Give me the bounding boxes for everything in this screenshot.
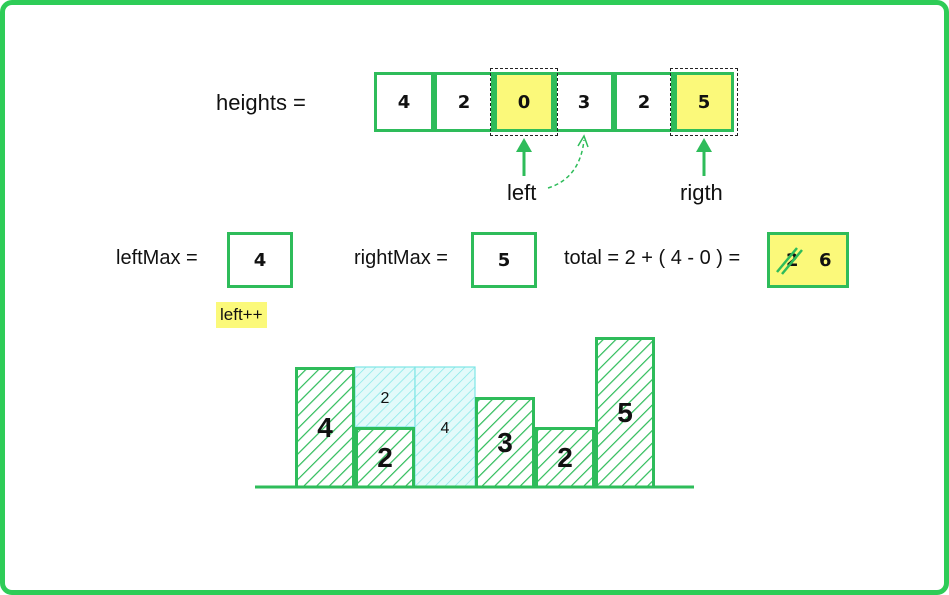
- bar-label-3: 3: [497, 427, 513, 458]
- left-pointer-label: left: [507, 180, 537, 205]
- water-block-2: [414, 366, 476, 488]
- bar-label-0: 4: [317, 412, 333, 443]
- water-block-1: [354, 366, 416, 428]
- left-arrow-head: [516, 138, 532, 152]
- move-curve: [547, 139, 585, 189]
- right-max-value: 5: [471, 232, 537, 288]
- bar-label-5: 5: [617, 397, 633, 428]
- height-bar-1: [355, 427, 415, 489]
- array-cell-4: 2: [614, 72, 674, 132]
- left-max-value: 4: [227, 232, 293, 288]
- bar-label-4: 2: [557, 442, 573, 473]
- left-max-label: leftMax =: [116, 247, 198, 269]
- strike-marks: [776, 247, 803, 275]
- array-cell-3: 3: [554, 72, 614, 132]
- water-label-2: 4: [441, 420, 450, 437]
- bar-label-1: 2: [377, 442, 393, 473]
- array-cell-0: 4: [374, 72, 434, 132]
- array-cell-2: 0: [494, 72, 554, 132]
- right-arrow-head: [696, 138, 712, 152]
- total-label: total = 2 + ( 4 - 0 ) =: [564, 247, 741, 269]
- total-value-box: 2 6: [767, 232, 849, 288]
- total-new-value: 6: [819, 250, 832, 271]
- array-cell-1: 2: [434, 72, 494, 132]
- move-curve-head: [577, 134, 589, 148]
- height-bar-3: [475, 397, 535, 489]
- water-label-1: 2: [381, 390, 390, 407]
- step-badge: left++: [216, 302, 267, 328]
- array-cell-5: 5: [674, 72, 734, 132]
- right-pointer-label: rigth: [680, 180, 723, 205]
- right-max-label: rightMax =: [354, 247, 448, 269]
- heights-label: heights =: [216, 90, 306, 115]
- height-bar-4: [535, 427, 595, 489]
- height-bar-0: [295, 367, 355, 489]
